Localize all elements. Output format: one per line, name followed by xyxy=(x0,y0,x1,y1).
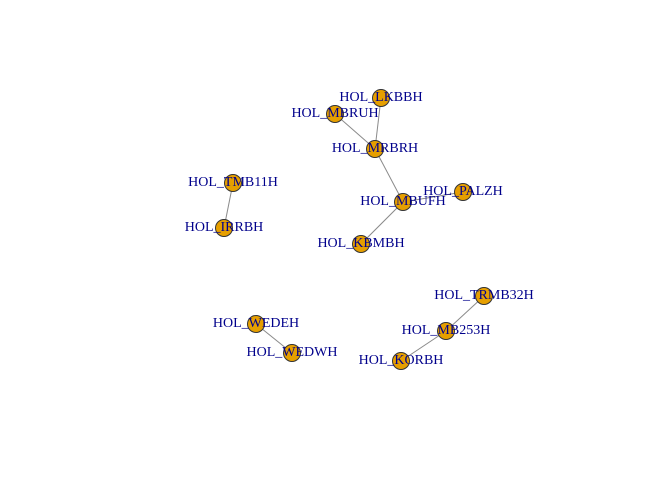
node-label-mbufh: HOL_MBUFH xyxy=(360,194,446,209)
node-mbruh[interactable] xyxy=(326,105,344,123)
edge-mbufh-kbmbh xyxy=(360,201,404,245)
node-irrbh[interactable] xyxy=(215,219,233,237)
edge-mrbrh-mbufh xyxy=(374,148,404,203)
node-trmb32h[interactable] xyxy=(475,287,493,305)
node-label-mrbrh: HOL_MRBRH xyxy=(332,141,418,156)
node-mb253h[interactable] xyxy=(437,322,455,340)
label-layer: HOL_LKBBHHOL_MBRUHHOL_MRBRHHOL_MBUFHHOL_… xyxy=(185,90,534,368)
node-label-korbh: HOL_KORBH xyxy=(359,353,444,368)
node-kbmbh[interactable] xyxy=(352,235,370,253)
node-label-trmb32h: HOL_TRMB32H xyxy=(434,288,534,303)
node-label-wedwh: HOL_WEDWH xyxy=(247,345,338,360)
node-label-wedeh: HOL_WEDEH xyxy=(213,316,299,331)
node-mrbrh[interactable] xyxy=(366,140,384,158)
node-label-tmb11h: HOL_TMB11H xyxy=(188,175,278,190)
edge-mbufh-palzh xyxy=(402,191,464,203)
node-tmb11h[interactable] xyxy=(224,174,242,192)
node-wedwh[interactable] xyxy=(283,344,301,362)
node-label-palzh: HOL_PALZH xyxy=(423,184,503,199)
node-layer xyxy=(215,89,493,370)
node-label-mb253h: HOL_MB253H xyxy=(402,323,491,338)
node-label-mbruh: HOL_MBRUH xyxy=(291,106,378,121)
node-korbh[interactable] xyxy=(392,352,410,370)
node-palzh[interactable] xyxy=(454,183,472,201)
node-label-irrbh: HOL_IRRBH xyxy=(185,220,264,235)
node-label-lkbbh: HOL_LKBBH xyxy=(339,90,422,105)
edge-mb253h-korbh xyxy=(400,330,447,362)
node-label-kbmbh: HOL_KBMBH xyxy=(317,236,404,251)
node-mbufh[interactable] xyxy=(394,193,412,211)
node-lkbbh[interactable] xyxy=(372,89,390,107)
node-wedeh[interactable] xyxy=(247,315,265,333)
